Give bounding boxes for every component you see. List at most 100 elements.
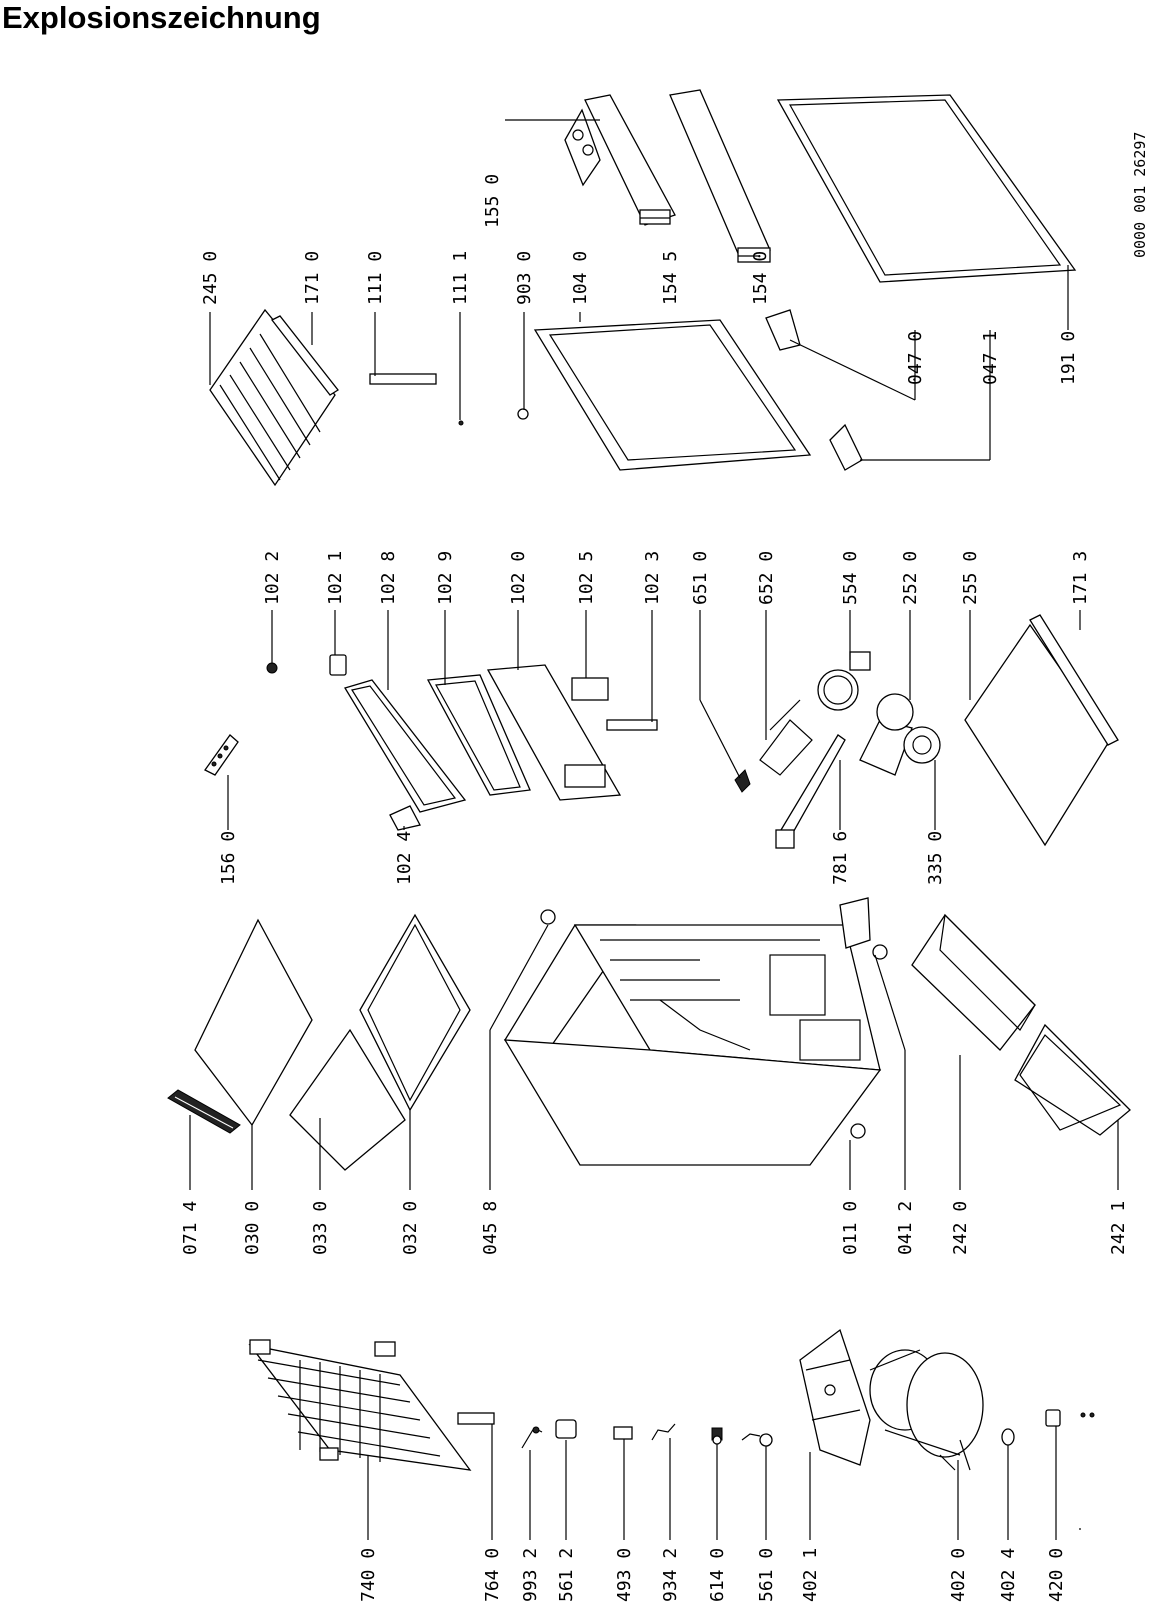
door-hinge-part [369, 373, 437, 385]
rail-part [775, 734, 846, 849]
label-242-1: 242 1 [1108, 1201, 1129, 1255]
label-111-0: 111 0 [365, 251, 386, 305]
label-045-8: 045 8 [480, 1201, 501, 1255]
page-title: Explosionszeichnung [2, 0, 321, 35]
label-335-0: 335 0 [925, 831, 946, 885]
label-032-0: 032 0 [400, 1201, 421, 1255]
label-561-0: 561 0 [756, 1548, 777, 1602]
freezer-flap-part [486, 664, 622, 801]
wire-shelf-part [209, 308, 336, 487]
label-111-1: 111 1 [450, 251, 471, 305]
label-047-0: 047 0 [905, 331, 926, 385]
capillary-part [521, 1426, 543, 1449]
label-154-0: 154 0 [750, 251, 771, 305]
hinge-part [839, 897, 888, 960]
label-554-0: 554 0 [840, 551, 861, 605]
control-box-part [859, 693, 914, 776]
label-102-0: 102 0 [508, 551, 529, 605]
label-652-0: 652 0 [756, 551, 777, 605]
condenser-part [248, 1339, 472, 1471]
compressor-plate-part [799, 1328, 871, 1466]
door-stop-part [517, 408, 529, 420]
freezer-door-seal-part [344, 679, 467, 813]
label-102-1: 102 1 [325, 551, 346, 605]
relay-part [555, 1419, 577, 1439]
label-402-4: 402 4 [998, 1548, 1019, 1602]
door-seal-part [776, 94, 1077, 283]
label-255-0: 255 0 [960, 551, 981, 605]
bottom-plate-part [964, 623, 1111, 847]
part-labels: 740 0 764 0 993 2 561 2 493 0 934 2 614 … [180, 132, 1149, 1602]
bottom-trim-part [1029, 614, 1119, 746]
drier-filter-part [457, 1412, 495, 1425]
top-plate-part [194, 918, 313, 1127]
hinge-cover-part-2 [829, 423, 863, 471]
door-shelf-part-2 [669, 89, 771, 263]
label-102-8: 102 8 [378, 551, 399, 605]
label-402-0: 402 0 [948, 1548, 969, 1602]
lamp-holder-part [734, 769, 751, 793]
latch-part [329, 654, 347, 676]
label-740-0: 740 0 [358, 1548, 379, 1602]
label-402-1: 402 1 [800, 1548, 821, 1602]
label-781-6: 781 6 [830, 831, 851, 885]
label-420-0: 420 0 [1046, 1548, 1067, 1602]
label-191-0: 191 0 [1058, 331, 1079, 385]
label-764-0: 764 0 [482, 1548, 503, 1602]
door-shelf-part [584, 94, 676, 226]
label-245-0: 245 0 [200, 251, 221, 305]
label-102-2: 102 2 [262, 551, 283, 605]
label-041-2: 041 2 [895, 1201, 916, 1255]
label-903-0: 903 0 [514, 251, 535, 305]
label-102-4: 102 4 [394, 831, 415, 885]
flap-label-part [571, 677, 609, 701]
label-104-0: 104 0 [570, 251, 591, 305]
door-cover-part [389, 805, 421, 831]
shelf-trim-part [271, 315, 339, 396]
protector-part [613, 1426, 633, 1440]
label-561-2: 561 2 [556, 1548, 577, 1602]
grille-part [167, 1089, 241, 1134]
label-030-0: 030 0 [242, 1201, 263, 1255]
document-number: 0000 001 26297 [1131, 132, 1149, 258]
clip-part [651, 1423, 676, 1441]
label-011-0: 011 0 [840, 1201, 861, 1255]
thermostat-part [759, 699, 813, 776]
hinge-cover-part [765, 309, 801, 351]
label-102-9: 102 9 [435, 551, 456, 605]
glass-shelf-part [289, 1028, 406, 1171]
knob-part [266, 662, 278, 674]
label-033-0: 033 0 [310, 1201, 331, 1255]
egg-tray-part [204, 734, 239, 776]
cabinet-part [503, 924, 882, 1166]
freezer-door-inner-part [426, 674, 531, 796]
label-171-0: 171 0 [302, 251, 323, 305]
label-493-0: 493 0 [614, 1548, 635, 1602]
label-102-5: 102 5 [576, 551, 597, 605]
label-071-4: 071 4 [180, 1201, 201, 1255]
shelf-frame-part [359, 913, 471, 1112]
foot-part [540, 909, 866, 1139]
label-047-1: 047 1 [980, 331, 1001, 385]
label-651-0: 651 0 [690, 551, 711, 605]
label-155-0: 155 0 [482, 174, 503, 228]
crisper-part-2 [1014, 1023, 1131, 1136]
label-614-0: 614 0 [707, 1548, 728, 1602]
crisper-part [911, 913, 1036, 1051]
label-171-3: 171 3 [1070, 551, 1091, 605]
grommet-part [1001, 1428, 1015, 1446]
lamp-part [903, 726, 941, 764]
compressor-part [869, 1349, 984, 1471]
label-993-2: 993 2 [520, 1548, 541, 1602]
label-156-0: 156 0 [218, 831, 239, 885]
label-934-2: 934 2 [660, 1548, 681, 1602]
door-panel-part [533, 319, 812, 471]
label-252-0: 252 0 [900, 551, 921, 605]
label-102-3: 102 3 [642, 551, 663, 605]
label-154-5: 154 5 [660, 251, 681, 305]
light-diffuser-part [817, 651, 871, 711]
cord-part [741, 1433, 773, 1447]
starter-part [1045, 1409, 1095, 1427]
label-242-0: 242 0 [950, 1201, 971, 1255]
